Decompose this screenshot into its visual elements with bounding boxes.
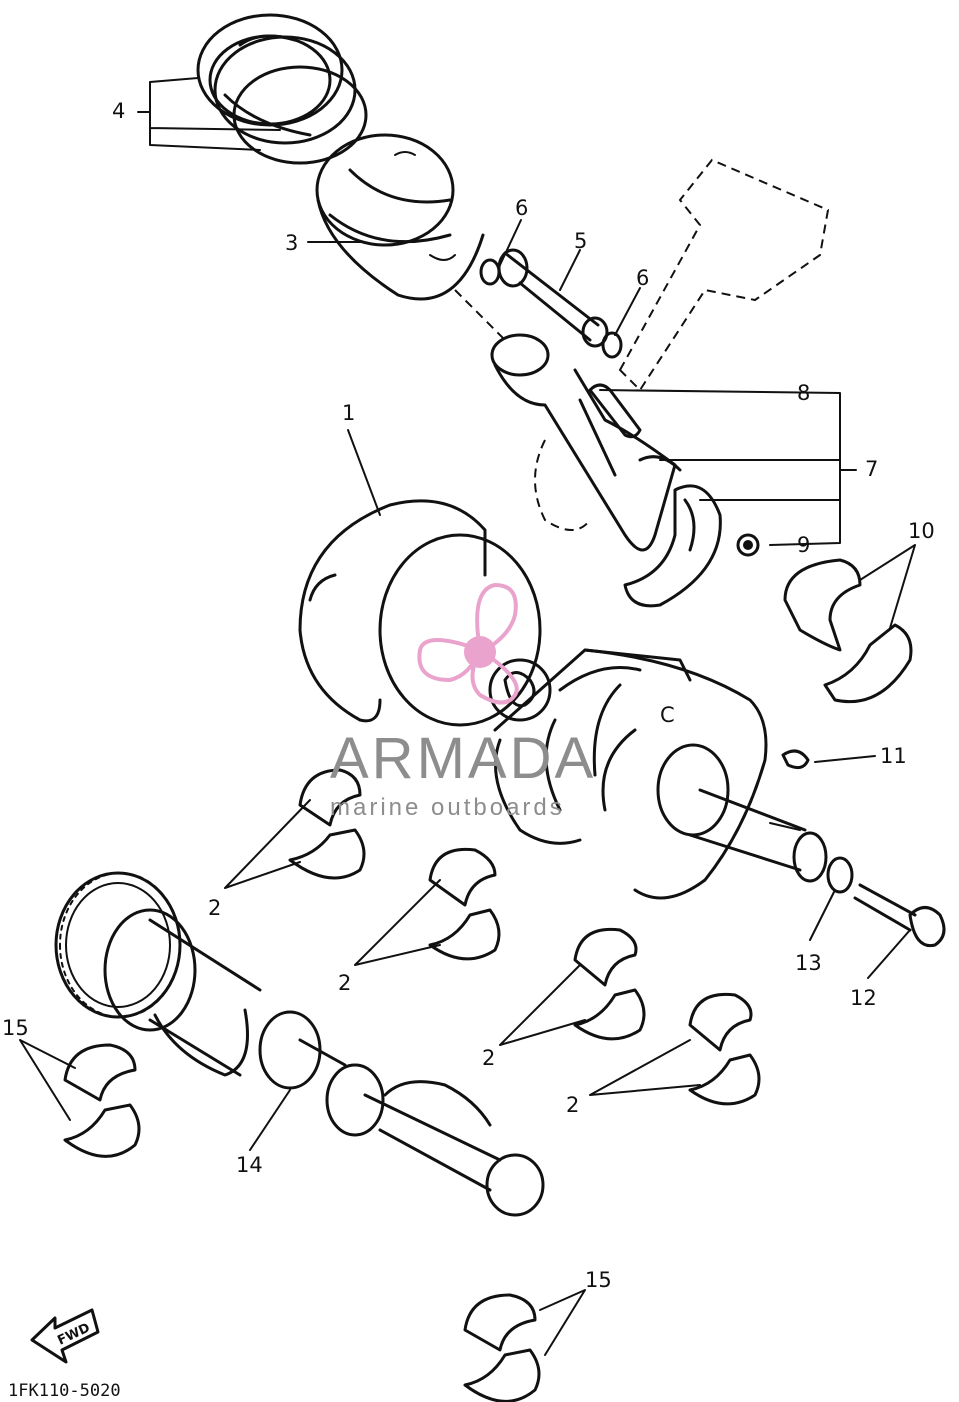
label-4: 4 (112, 99, 125, 123)
woodruff-key (781, 749, 810, 770)
piston-rings (196, 13, 368, 165)
label-2: 2 (482, 1046, 495, 1070)
label-14: 14 (236, 1153, 263, 1177)
piston-pin (497, 248, 609, 348)
watermark-logo (417, 582, 519, 705)
piston (315, 133, 485, 301)
balancer-shaft (54, 871, 545, 1217)
label-15: 15 (585, 1268, 612, 1292)
crankshaft (298, 499, 828, 900)
fwd-arrow: FWD (30, 1308, 100, 1364)
part-number-labels: C 1 2 2 2 2 3 4 5 6 6 7 8 9 10 11 12 13 … (2, 99, 935, 1292)
rod-cap (623, 484, 722, 608)
main-bearings-2 (288, 768, 761, 1106)
label-11: 11 (880, 744, 907, 768)
label-6: 6 (636, 266, 649, 290)
label-8: 8 (797, 381, 810, 405)
label-6: 6 (515, 196, 528, 220)
label-2: 2 (566, 1093, 579, 1117)
diagram-code: 1FK110-5020 (8, 1381, 121, 1401)
label-2: 2 (338, 971, 351, 995)
leader-lines (19, 77, 916, 1356)
label-13: 13 (795, 951, 822, 975)
piston-pin-clips (479, 258, 623, 359)
connecting-rod (490, 333, 682, 552)
label-12: 12 (850, 986, 877, 1010)
label-9: 9 (797, 533, 810, 557)
crank-mark-c: C (660, 703, 675, 727)
crank-bearings-10 (783, 558, 913, 704)
phantom-outline (618, 158, 830, 392)
label-10: 10 (908, 519, 935, 543)
watermark-title: ARMADA (330, 726, 596, 791)
phantom-line (454, 289, 506, 341)
crank-bolt (853, 883, 946, 948)
washer (826, 856, 854, 894)
watermark-subtitle: marine outboards (330, 794, 565, 821)
rod-nut (736, 533, 760, 557)
label-1: 1 (342, 401, 355, 425)
label-2: 2 (208, 896, 221, 920)
label-3: 3 (285, 231, 298, 255)
label-15: 15 (2, 1016, 29, 1040)
label-7: 7 (865, 457, 878, 481)
connecting-rod-bolt (588, 383, 642, 439)
balancer-bearings-15 (63, 1043, 541, 1402)
label-5: 5 (574, 229, 587, 253)
